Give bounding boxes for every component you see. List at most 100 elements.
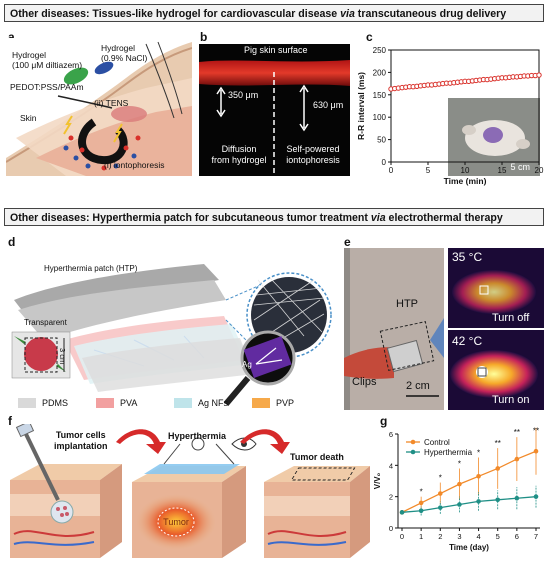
significance-mark: * — [420, 488, 423, 497]
header-text-end: electrothermal therapy — [385, 212, 503, 224]
data-point — [476, 499, 481, 504]
legend-swatch — [252, 398, 270, 408]
x-tick-label: 10 — [461, 166, 470, 175]
legend-marker — [410, 449, 416, 455]
panel-b-label: b — [200, 30, 208, 44]
state-off-label: Turn off — [492, 312, 530, 324]
hydrogel-nacl-label: Hydrogel(0.9% NaCl) — [101, 43, 148, 63]
clips-label: Clips — [352, 376, 377, 388]
header-text-end: transcutaneous drug delivery — [354, 8, 507, 20]
skin-illustration — [6, 38, 192, 176]
data-point — [495, 497, 501, 503]
data-point — [495, 466, 501, 471]
legend-label: Control — [424, 438, 450, 447]
series-line — [401, 496, 537, 513]
transparent-label: Transparent — [24, 318, 67, 327]
legend-marker — [410, 439, 416, 445]
legend-label: PDMS — [42, 398, 69, 408]
y-tick-label: 2 — [389, 493, 393, 502]
x-tick-label: 3 — [457, 532, 461, 541]
data-point — [457, 502, 462, 507]
hyperthermia-patch-illustration — [11, 264, 332, 406]
skin-block-1 — [10, 424, 122, 558]
photo-scale-label: 2 cm — [406, 380, 430, 392]
x-tick-label: 15 — [498, 166, 507, 175]
y-tick-label: 0 — [389, 524, 393, 533]
skin-label: Skin — [20, 113, 37, 123]
step2-label: Hyperthermia — [168, 431, 227, 441]
layer-legend: PDMS PVA Ag NFs PVP — [18, 398, 338, 414]
htp-label: HTP — [396, 298, 418, 310]
skin-block-2: Tumor — [132, 437, 257, 558]
depth-630-label: 630 μm — [313, 100, 344, 110]
data-point — [418, 508, 424, 514]
legend-swatch — [174, 398, 192, 408]
depth-350-label: 350 μm — [228, 90, 259, 100]
tumor-treatment-illustration: Tumor — [10, 424, 370, 558]
y-tick-label: 4 — [389, 461, 393, 470]
data-point — [437, 505, 443, 510]
y-tick-label: 50 — [377, 136, 386, 145]
x-axis-label: Time (min) — [444, 176, 487, 186]
legend-label: Ag NFs — [198, 398, 229, 408]
x-tick-label: 4 — [476, 532, 480, 541]
patch-label: Hyperthermia patch (HTP) — [44, 264, 138, 273]
x-tick-label: 5 — [426, 166, 431, 175]
legend-label: PVA — [120, 398, 138, 408]
legend-item: Ag NFs — [174, 398, 228, 408]
y-axis-label: R-R interval (ms) — [356, 72, 366, 140]
significance-mark: ** — [495, 439, 501, 448]
data-point — [533, 494, 539, 499]
data-point — [536, 72, 542, 78]
significance-mark: * — [477, 449, 480, 458]
y-axis-label: V/V₀ — [373, 472, 382, 489]
hydrogel-pad-blue — [94, 61, 114, 75]
temp-on-label: 42 °C — [452, 334, 483, 348]
y-tick-label: 0 — [382, 158, 387, 167]
x-tick-label: 2 — [438, 532, 442, 541]
panel-c-label: c — [366, 30, 373, 44]
legend-label: Hyperthermia — [424, 448, 473, 457]
tens-label: (ii) TENS — [94, 98, 129, 108]
x-tick-label: 0 — [400, 532, 404, 541]
x-tick-label: 6 — [515, 532, 519, 541]
data-point — [457, 481, 462, 487]
y-tick-label: 250 — [373, 46, 387, 55]
significance-mark: * — [458, 459, 461, 468]
legend-label: PVP — [276, 398, 295, 408]
header-via: via — [340, 8, 355, 20]
skin-block-3 — [264, 466, 370, 558]
significance-mark: ** — [533, 427, 539, 436]
legend-swatch — [18, 398, 36, 408]
y-tick-label: 150 — [373, 91, 387, 100]
skin-fluorescence-image — [199, 44, 350, 176]
panel-f-label: f — [8, 414, 12, 428]
legend-item: PVP — [252, 398, 294, 408]
data-point — [476, 474, 481, 479]
header-via: via — [370, 212, 386, 224]
state-on-label: Turn on — [492, 394, 530, 406]
data-point — [514, 456, 520, 462]
panel-a-label: a — [8, 30, 15, 44]
panel-d-label: d — [8, 235, 16, 249]
x-tick-label: 1 — [419, 532, 423, 541]
y-tick-label: 6 — [389, 430, 393, 439]
tumor-label: Tumor — [163, 517, 189, 527]
pedot-label: PEDOT:PSS/PAAm — [10, 82, 84, 92]
hydrogel-pad-green — [63, 67, 89, 85]
x-tick-label: 7 — [534, 532, 538, 541]
x-axis-label: Time (day) — [449, 543, 489, 552]
section1-header: Other diseases: Tissues-like hydrogel fo… — [4, 4, 544, 22]
pig-skin-surface-label: Pig skin surface — [244, 45, 308, 55]
panel-g-label: g — [380, 414, 388, 428]
ag-label: Ag — [242, 360, 252, 369]
legend-swatch — [96, 398, 114, 408]
x-tick-label: 5 — [496, 532, 500, 541]
step3-label: Tumor death — [290, 452, 344, 462]
section2-header: Other diseases: Hyperthermia patch for s… — [4, 208, 544, 226]
y-tick-label: 100 — [373, 113, 387, 122]
temp-off-label: 35 °C — [452, 250, 483, 264]
y-tick-label: 200 — [373, 68, 387, 77]
data-point — [514, 495, 520, 501]
